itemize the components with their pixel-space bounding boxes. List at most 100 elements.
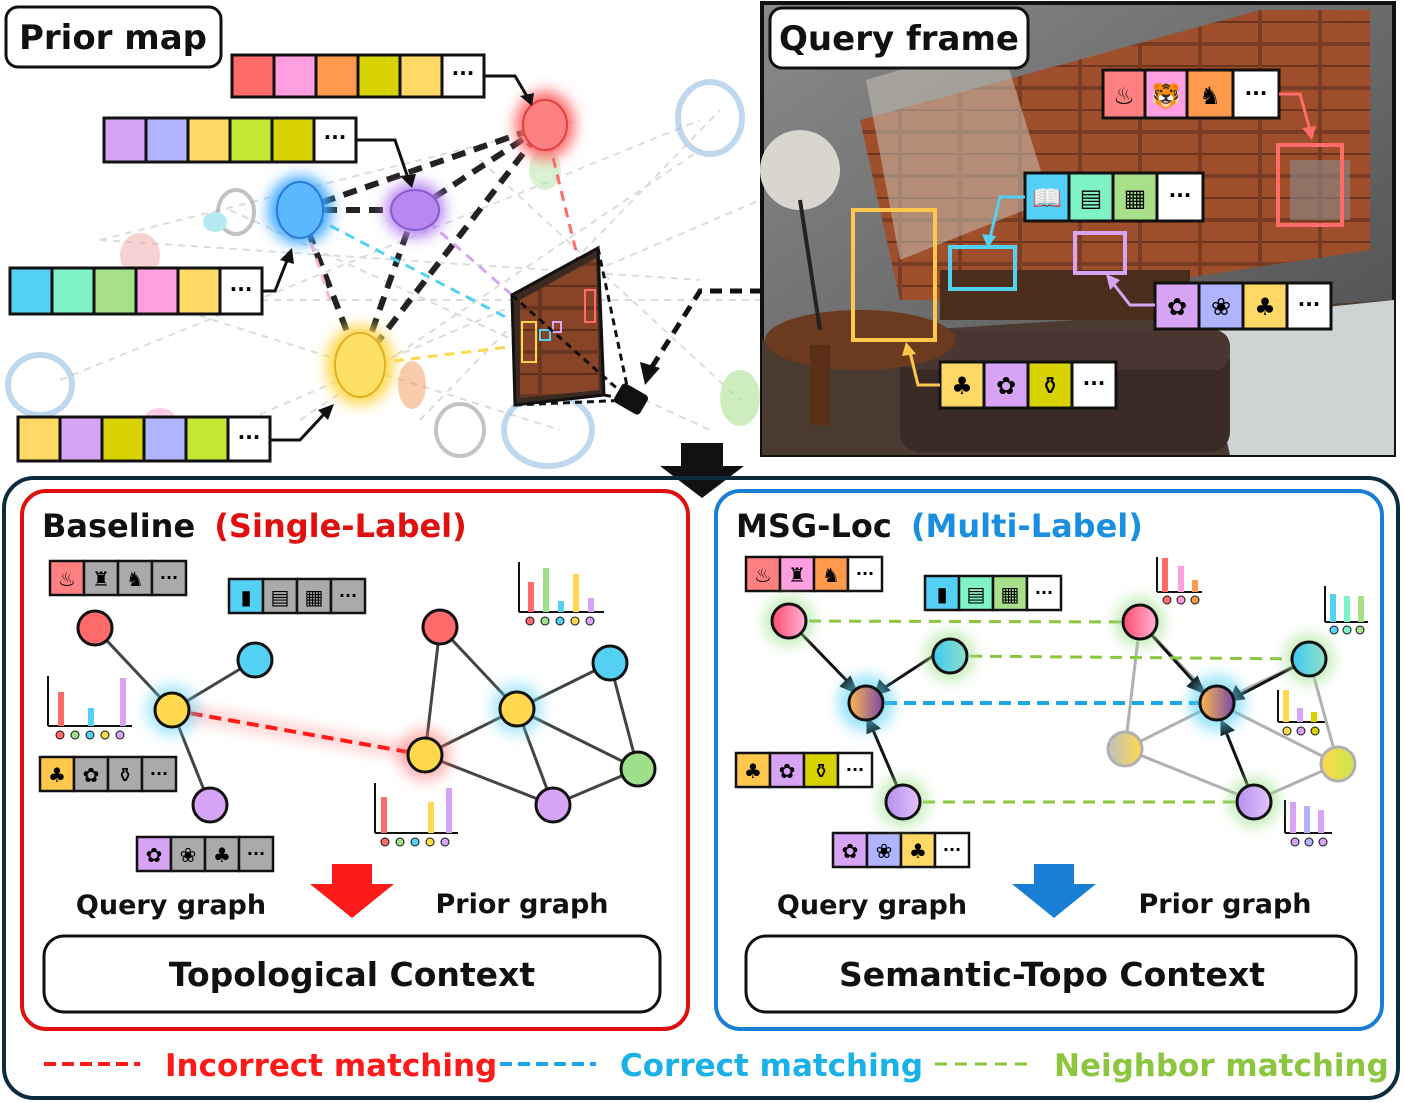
flower-bouquet-icon: ✿ — [1167, 293, 1187, 321]
node-orange-purple — [1198, 684, 1236, 722]
flower-bouquet-icon: ✿ — [83, 763, 100, 787]
flower-icon: ❀ — [876, 839, 893, 863]
baseline-histogram-prior-bottom — [374, 783, 458, 847]
node-orange-purple — [847, 684, 885, 722]
label-strip-yellow-object: ··· — [16, 404, 334, 463]
baseline-strip-purple: ✿ ❀ ♣ ··· — [135, 835, 275, 873]
msgloc-context-label: Semantic-Topo Context — [839, 955, 1265, 994]
more-glyph: ··· — [1035, 583, 1053, 602]
more-glyph: ··· — [230, 277, 253, 301]
node-red-pink — [770, 602, 808, 640]
potted-plant-icon: ♣ — [951, 372, 973, 400]
fountain-icon: ♨ — [754, 563, 772, 587]
msgloc-prior-graph-label: Prior graph — [1138, 889, 1311, 920]
node-purple — [191, 786, 229, 824]
legend-neighbor-label: Neighbor matching — [1054, 1048, 1389, 1084]
msgloc-down-arrow-icon — [1012, 864, 1096, 918]
knight-icon: ♞ — [822, 563, 840, 587]
more-glyph: ··· — [247, 844, 265, 863]
more-glyph: ··· — [1169, 183, 1192, 207]
node-yellow-lime — [1319, 745, 1357, 783]
baseline-context-label: Topological Context — [169, 955, 535, 994]
node-red — [421, 608, 459, 646]
potted-plant-icon: ♣ — [213, 843, 231, 867]
image-plane — [510, 245, 606, 407]
node-blue — [236, 641, 274, 679]
query-label-strip-flowers: ✿ ❀ ♣ ··· — [1106, 274, 1333, 331]
legend-incorrect-label: Incorrect matching — [165, 1048, 497, 1084]
baseline-strip-yellow: ♣ ✿ ⚱ ··· — [38, 755, 178, 793]
msgloc-strip-blue: ▮ ▤ ▦ ··· — [923, 574, 1063, 612]
more-glyph: ··· — [1245, 81, 1268, 105]
object-red-ellipsoid — [515, 91, 575, 159]
baseline-nodes — [76, 608, 657, 824]
msgloc-name: MSG-Loc — [736, 507, 892, 545]
query-frame-title: Query frame — [779, 19, 1019, 59]
object-yellow-ellipsoid — [326, 325, 394, 405]
fountain-icon: ♨ — [58, 567, 76, 591]
flower-bouquet-icon: ✿ — [146, 843, 163, 867]
flower-bouquet-icon: ✿ — [779, 759, 796, 783]
potted-plant-icon: ♣ — [1254, 293, 1276, 321]
msgloc-histogram-yellow — [1277, 690, 1325, 736]
photo-book-icon: ▤ — [271, 585, 290, 609]
tiger-icon: ♜ — [788, 563, 806, 587]
vase-icon: ⚱ — [117, 763, 134, 787]
baseline-histogram-query — [47, 676, 132, 740]
msgloc-title: MSG-Loc (Multi-Label) — [736, 507, 1143, 545]
msgloc-histogram-purple — [1284, 800, 1332, 847]
node-blue-green — [931, 637, 969, 675]
node-red — [76, 609, 114, 647]
down-arrow-icon — [660, 443, 744, 498]
map-icon: ▦ — [1001, 582, 1020, 606]
camera-link-arrow — [647, 288, 762, 372]
legend: Incorrect matching Correct matching Neig… — [44, 1048, 1389, 1084]
query-label-strip-sculpture: ♨ 🐯 ♞ ··· — [1101, 68, 1316, 140]
potted-plant-icon: ♣ — [744, 759, 762, 783]
msgloc-strip-red: ♨ ♜ ♞ ··· — [744, 555, 884, 593]
baseline-down-arrow-icon — [310, 864, 394, 918]
potted-plant-icon: ♣ — [909, 839, 927, 863]
detection-box-sculpture — [1276, 143, 1344, 227]
label-strip-red-object: ··· — [230, 53, 534, 106]
query-label-strip-plant: ♣ ✿ ⚱ ··· — [902, 342, 1118, 410]
more-glyph: ··· — [238, 425, 261, 449]
baseline-strip-red: ♨ ♜ ♞ ··· — [48, 559, 188, 597]
detection-box-plant — [851, 208, 937, 342]
more-glyph: ··· — [324, 125, 347, 149]
label-strip-purple-object: ··· — [102, 116, 416, 188]
more-glyph: ··· — [943, 840, 961, 859]
more-glyph: ··· — [160, 568, 178, 587]
query-label-strip-books: 📖 ▤ ▦ ··· — [982, 171, 1205, 248]
detection-box-flowers — [1073, 231, 1127, 275]
node-yellow — [498, 690, 536, 728]
prior-map-title: Prior map — [19, 18, 207, 58]
msgloc-strip-purple: ✿ ❀ ♣ ··· — [831, 831, 971, 869]
projection-rays — [298, 124, 590, 367]
fountain-icon: ♨ — [1113, 82, 1135, 110]
map-icon: ▦ — [305, 585, 324, 609]
node-red-pink — [1121, 603, 1159, 641]
comparison-frame — [2, 476, 1400, 1100]
node-green — [619, 750, 657, 788]
msgloc-histogram-blue — [1324, 586, 1368, 635]
baseline-query-graph-label: Query graph — [76, 890, 266, 921]
baseline-panel: Baseline (Single-Label) ♨ ♜ ♞ ··· ▮ ▤ ▦ … — [20, 489, 690, 1031]
node-purple — [534, 786, 572, 824]
baseline-strip-blue: ▮ ▤ ▦ ··· — [227, 577, 367, 615]
flower-bouquet-icon: ✿ — [842, 839, 859, 863]
baseline-name: Baseline — [42, 507, 195, 545]
more-glyph: ··· — [452, 61, 475, 85]
more-glyph: ··· — [1083, 371, 1106, 395]
background-map-blobs — [5, 79, 760, 469]
node-blue-green — [1290, 640, 1328, 678]
object-purple-ellipsoid — [385, 182, 445, 238]
vase-icon: ⚱ — [1040, 372, 1060, 400]
object-blue-ellipsoid — [268, 176, 332, 244]
msgloc-histogram-red — [1156, 557, 1202, 605]
vase-icon: ⚱ — [813, 759, 830, 783]
query-frame-panel: Query frame ♨ 🐯 ♞ ··· 📖 ▤ ▦ — [760, 1, 1396, 457]
more-glyph: ··· — [339, 586, 357, 605]
flower-bouquet-icon: ✿ — [996, 372, 1016, 400]
node-gray-yellow — [1106, 730, 1144, 768]
